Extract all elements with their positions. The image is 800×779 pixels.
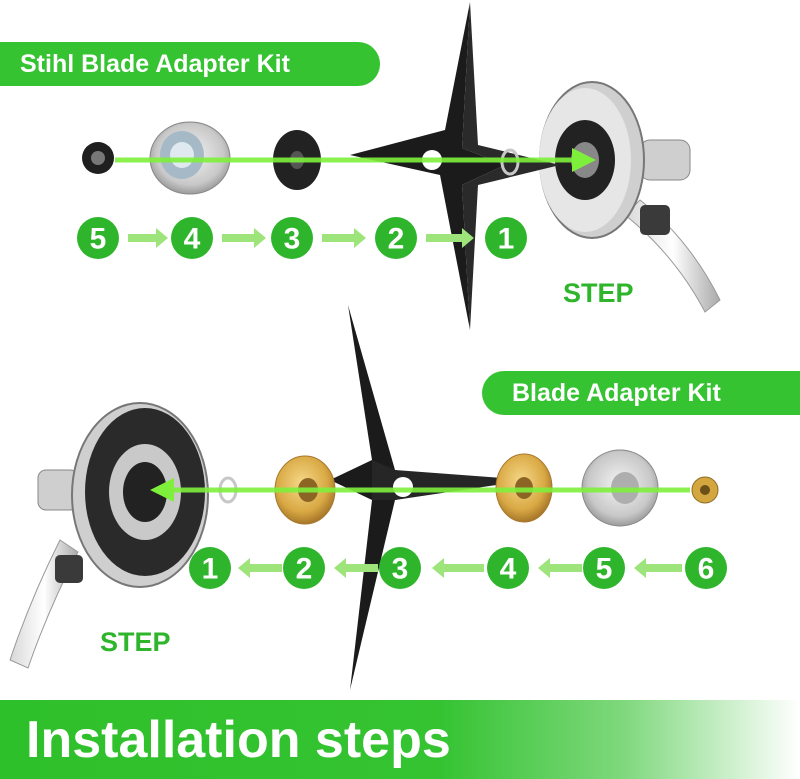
lock-nut-top — [82, 142, 114, 174]
blade-top — [350, 2, 560, 330]
bottom-step-6: 6 — [698, 553, 715, 586]
stihl-kit-title: Stihl Blade Adapter Kit — [0, 42, 380, 86]
footer-banner: Installation steps — [0, 700, 800, 779]
top-step-3: 3 — [284, 223, 301, 256]
top-step-1: 1 — [498, 223, 515, 256]
bottom-step-2: 2 — [296, 553, 313, 586]
bottom-step-1: 1 — [202, 553, 219, 586]
top-step-sequence: 5 4 3 2 1 — [77, 217, 527, 259]
top-step-2: 2 — [388, 223, 405, 256]
top-step-label: STEP — [563, 278, 634, 308]
bottom-arrow-line — [150, 478, 690, 502]
top-step-5: 5 — [90, 223, 107, 256]
blade-kit-title: Blade Adapter Kit — [482, 371, 800, 415]
top-arrow-line — [115, 148, 596, 172]
footer-title: Installation steps — [26, 711, 451, 769]
bottom-step-5: 5 — [596, 553, 613, 586]
top-step-4: 4 — [184, 223, 201, 256]
bottom-step-4: 4 — [500, 553, 517, 586]
bottom-step-sequence: 1 2 3 4 5 6 — [189, 547, 727, 589]
bottom-step-label: STEP — [100, 627, 171, 657]
bottom-step-3: 3 — [392, 553, 409, 586]
trimmer-head-bottom — [9, 402, 209, 669]
lock-nut-bottom — [691, 476, 719, 504]
